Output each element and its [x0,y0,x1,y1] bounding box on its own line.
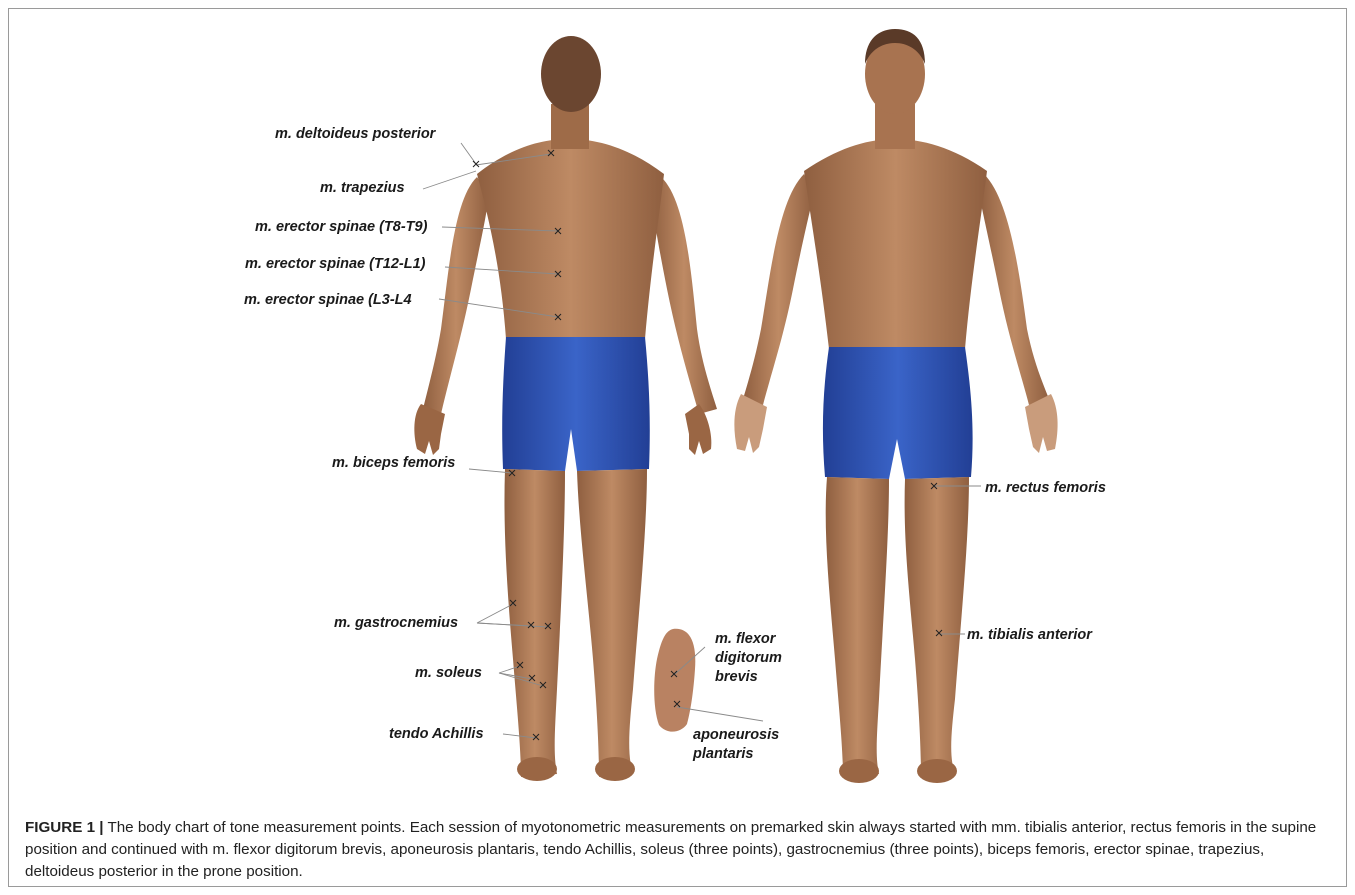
back-shorts [502,337,650,471]
front-right-leg [905,477,969,777]
front-right-arm [979,174,1049,405]
back-left-leg [504,469,565,777]
back-right-foot [595,757,635,781]
back-right-arm [651,177,717,414]
leader-gastro-1 [477,604,513,623]
back-left-foot [517,757,557,781]
label-deltoideus: m. deltoideus posterior [275,125,435,144]
label-tibialis: m. tibialis anterior [967,626,1092,645]
leader-trapezius-1 [423,171,476,189]
label-flexor: m. flexor digitorum brevis [715,630,782,687]
front-torso [804,139,987,349]
figure-label: FIGURE 1 | [25,819,104,836]
label-aponeurosis: aponeurosis plantaris [693,726,779,764]
label-gastrocnemius: m. gastrocnemius [334,614,458,633]
label-soleus: m. soleus [415,664,482,683]
back-right-leg [577,469,647,777]
leader-deltoideus [461,143,476,164]
label-erector-l3: m. erector spinae (L3-L4 [244,291,412,310]
figure-caption: FIGURE 1 | The body chart of tone measur… [25,817,1333,883]
back-head [541,36,601,112]
back-left-arm [423,177,489,414]
label-achillis: tendo Achillis [389,725,484,744]
foot-sole [654,629,695,732]
front-shorts [823,347,973,479]
caption-text: The body chart of tone measurement point… [25,819,1316,880]
label-rectus: m. rectus femoris [985,479,1106,498]
figure-front-view [734,29,1057,783]
front-left-arm [743,174,814,405]
figure-frame: m. deltoideus posterior m. trapezius m. … [8,8,1347,887]
label-erector-t8: m. erector spinae (T8-T9) [255,218,427,237]
leader-aponeurosis [677,707,763,721]
label-biceps: m. biceps femoris [332,454,455,473]
point-deltoideus [473,161,479,167]
body-chart-illustration [9,9,1346,809]
front-right-foot [917,759,957,783]
label-trapezius: m. trapezius [320,179,405,198]
front-left-foot [839,759,879,783]
label-erector-t12: m. erector spinae (T12-L1) [245,255,426,274]
front-left-leg [826,477,889,777]
